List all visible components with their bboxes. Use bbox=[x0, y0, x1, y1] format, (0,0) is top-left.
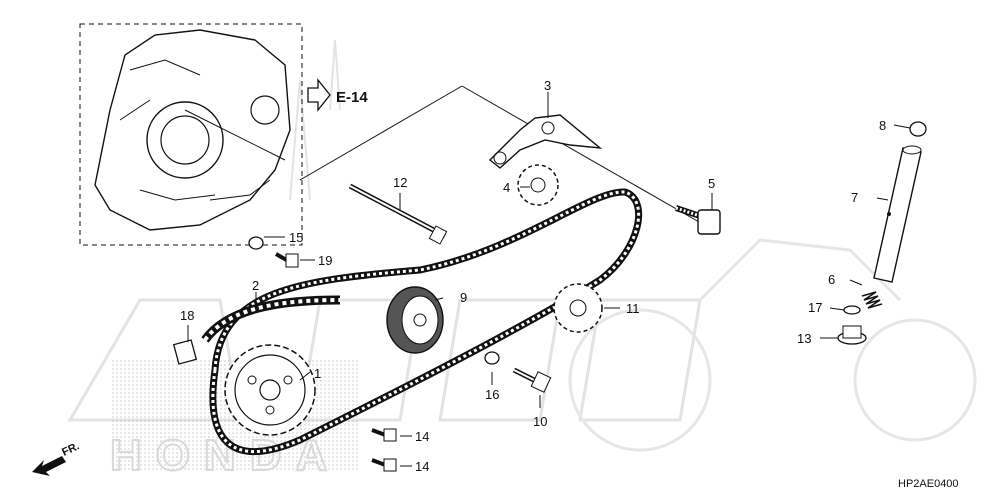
sprocket-11 bbox=[553, 283, 603, 333]
callout-8: 8 bbox=[879, 118, 886, 133]
bolt-5 bbox=[675, 205, 721, 235]
washer-17 bbox=[843, 305, 861, 315]
spring-6 bbox=[861, 291, 883, 309]
bolt-14-upper bbox=[371, 428, 397, 442]
callout-9: 9 bbox=[460, 290, 467, 305]
bolt-10 bbox=[512, 367, 552, 393]
callout-15: 15 bbox=[289, 230, 303, 245]
callout-5: 5 bbox=[708, 176, 715, 191]
callout-4: 4 bbox=[503, 180, 510, 195]
front-label: FR. bbox=[60, 440, 81, 458]
watermark-brand: HONDA bbox=[110, 431, 341, 480]
callout-19: 19 bbox=[318, 253, 332, 268]
bolt-19 bbox=[275, 252, 299, 268]
sprocket-4 bbox=[517, 164, 559, 206]
callout-2: 2 bbox=[252, 278, 259, 293]
bolt-14-lower bbox=[371, 458, 397, 472]
sprocket-1 bbox=[224, 344, 316, 436]
leader-line-case bbox=[299, 85, 463, 181]
drive-chain bbox=[209, 188, 643, 455]
callout-13: 13 bbox=[797, 331, 811, 346]
callout-1: 1 bbox=[314, 366, 321, 381]
callout-16: 16 bbox=[485, 387, 499, 402]
callout-14a: 14 bbox=[415, 429, 429, 444]
tube-7 bbox=[873, 145, 922, 283]
leader-line-bolt bbox=[461, 85, 707, 227]
callout-17: 17 bbox=[808, 300, 822, 315]
callout-11: 11 bbox=[626, 301, 640, 316]
crankcase-cover-illustration bbox=[79, 23, 303, 246]
shaft-12 bbox=[348, 183, 448, 245]
washer-16 bbox=[484, 351, 500, 365]
chain-segment bbox=[201, 295, 341, 343]
chain-tensioner-3 bbox=[488, 114, 603, 169]
callout-12: 12 bbox=[393, 175, 407, 190]
callout-6: 6 bbox=[828, 272, 835, 287]
callout-10: 10 bbox=[533, 414, 547, 429]
leader-lines bbox=[187, 92, 911, 467]
diagram-code: HP2AE0400 bbox=[898, 478, 959, 490]
callout-3: 3 bbox=[544, 78, 551, 93]
callout-7: 7 bbox=[851, 190, 858, 205]
washer-15 bbox=[248, 236, 264, 250]
reference-label: E-14 bbox=[336, 89, 368, 106]
plug-13 bbox=[837, 325, 867, 345]
roller-9 bbox=[386, 286, 444, 354]
front-direction-arrow: FR. bbox=[32, 440, 81, 476]
collar-18 bbox=[172, 339, 198, 365]
cap-8 bbox=[909, 121, 927, 137]
reference-arrow[interactable]: E-14 bbox=[307, 78, 368, 112]
callout-18: 18 bbox=[180, 308, 194, 323]
callout-14b: 14 bbox=[415, 459, 429, 474]
